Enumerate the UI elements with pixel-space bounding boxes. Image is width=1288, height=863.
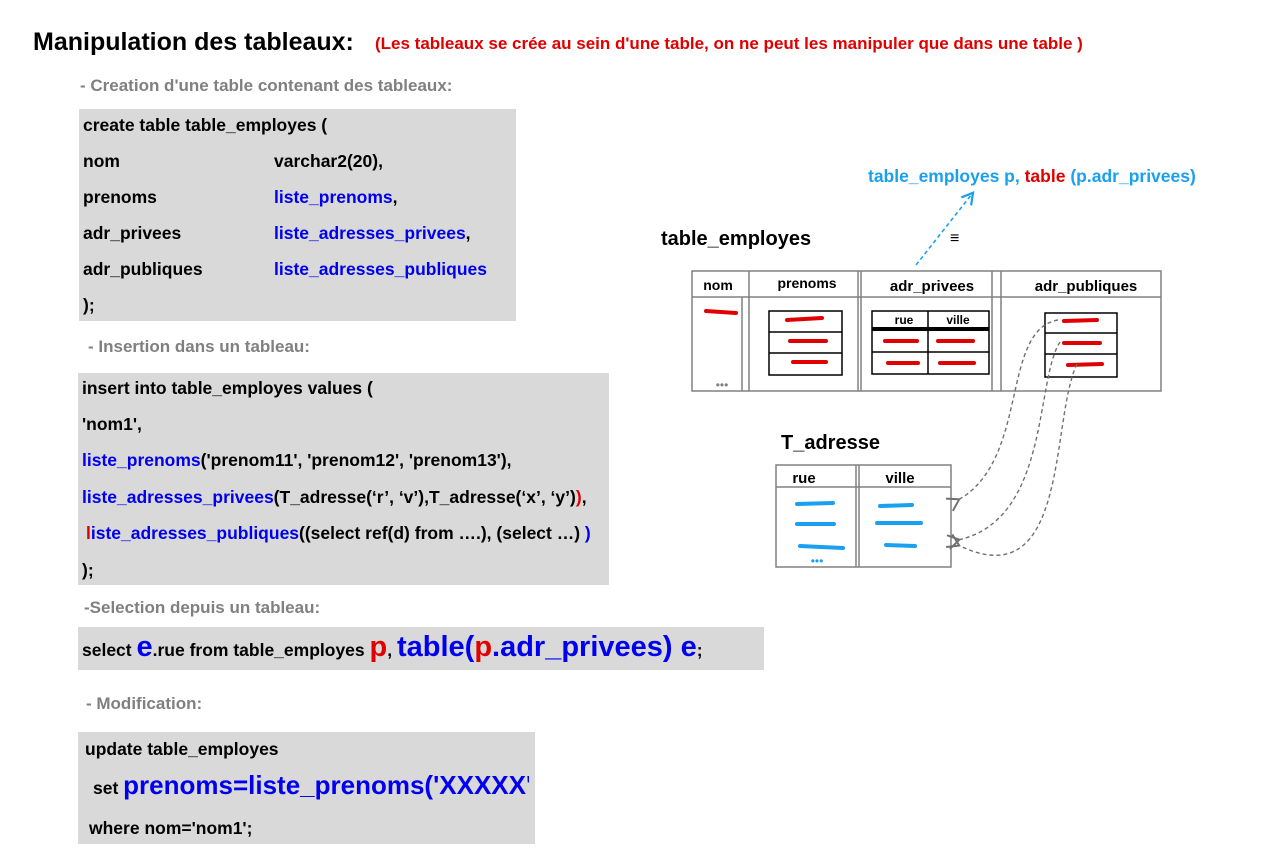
nom-ellipsis: ••• xyxy=(716,378,729,392)
select-code-block xyxy=(78,627,764,670)
t-adresse-values xyxy=(795,501,923,550)
create-col-name-prenoms: prenoms xyxy=(83,187,157,207)
create-close: ); xyxy=(83,295,95,315)
section-modification: - Modification: xyxy=(86,694,203,713)
update-line-2: set prenoms=liste_prenoms('XXXXX') xyxy=(93,770,529,800)
adr-publiques-nested-table xyxy=(1044,312,1118,378)
diagram-table-name: table_employes xyxy=(661,228,812,250)
select-line: select e.rue from table_employes p, tabl… xyxy=(82,631,703,663)
update-code-block xyxy=(78,732,535,844)
prenoms-nested-table xyxy=(768,310,843,376)
type-name-t-adresse: T_adresse xyxy=(781,432,880,454)
col-header-adr-privees: adr_privees xyxy=(890,278,974,295)
create-line-1: create table table_employes ( xyxy=(83,115,328,135)
nested-col-ville: ville xyxy=(946,313,970,327)
page-note: (Les tableaux se crée au sein d'une tabl… xyxy=(375,34,1083,53)
section-insertion: - Insertion dans un tableau: xyxy=(88,337,310,356)
insert-line-5: liste_adresses_publiques((select ref(d) … xyxy=(86,523,591,543)
t-adresse-col-rue: rue xyxy=(792,470,815,487)
section-creation: - Creation d'une table contenant des tab… xyxy=(80,76,453,95)
insert-line-4: liste_adresses_privees(T_adresse(‘r’, ‘v… xyxy=(82,487,587,507)
create-col-name-nom: nom xyxy=(83,151,120,171)
col-header-prenoms: prenoms xyxy=(777,275,836,291)
create-col-name-adr-privees: adr_privees xyxy=(83,223,182,243)
equivalence-symbol: ≡ xyxy=(950,230,960,247)
create-col-type-nom: varchar2(20), xyxy=(274,151,383,171)
diagram-query-label: table_employes p, table (p.adr_privees) xyxy=(868,166,1196,186)
insert-line-3: liste_prenoms('prenom11', 'prenom12', 'p… xyxy=(82,450,512,470)
ref-arrows xyxy=(958,319,1078,556)
update-line-3: where nom='nom1'; xyxy=(89,818,253,838)
col-header-nom: nom xyxy=(703,277,733,293)
col-header-adr-publiques: adr_publiques xyxy=(1035,278,1138,295)
adr-privees-nested-table xyxy=(871,310,990,375)
create-col-type-adr-publiques: liste_adresses_publiques xyxy=(274,259,488,279)
create-col-name-adr-publiques: adr_publiques xyxy=(83,259,203,279)
create-col-type-adr-privees: liste_adresses_privees, xyxy=(274,223,471,243)
t-adresse-col-ville: ville xyxy=(885,470,914,487)
nom-value-mark xyxy=(704,309,738,315)
employes-table-grid xyxy=(691,270,1162,392)
insert-close: ); xyxy=(82,560,94,580)
t-adresse-table xyxy=(775,464,952,568)
create-code-block xyxy=(79,109,516,321)
page-title: Manipulation des tableaux: xyxy=(33,28,354,56)
insert-code-block xyxy=(78,373,609,585)
query-arrow xyxy=(915,194,972,266)
nested-col-rue: rue xyxy=(895,313,914,327)
t-adresse-ellipsis: ••• xyxy=(811,554,824,568)
section-selection: -Selection depuis un tableau: xyxy=(84,598,321,617)
update-line-1: update table_employes xyxy=(85,739,279,759)
create-col-type-prenoms: liste_prenoms, xyxy=(274,187,398,207)
insert-line-2: 'nom1', xyxy=(82,414,142,434)
insert-line-1: insert into table_employes values ( xyxy=(82,378,373,398)
